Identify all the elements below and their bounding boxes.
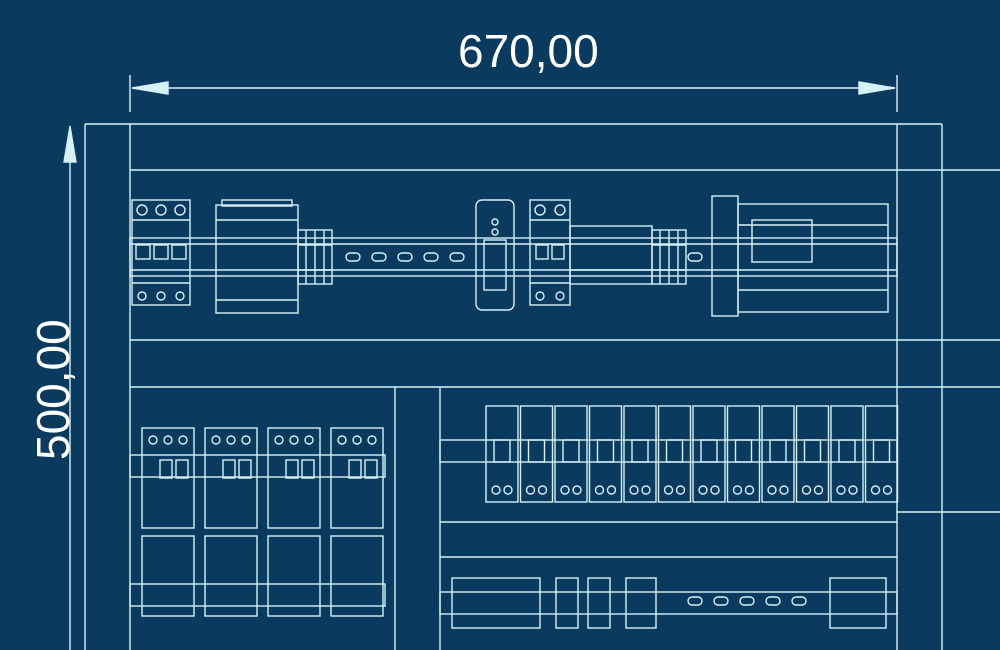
relay-module xyxy=(657,405,692,503)
relay-module xyxy=(864,405,899,503)
terminal-block-group-2 xyxy=(651,229,687,285)
relay-module xyxy=(588,405,623,503)
relay-module xyxy=(761,405,795,503)
contactor-3 xyxy=(267,427,321,617)
relay-module xyxy=(830,405,864,503)
height-dimension-line xyxy=(63,125,77,650)
cabinet-frame xyxy=(84,123,1000,650)
circuit-breaker-3p xyxy=(131,199,191,306)
power-supply xyxy=(215,199,299,314)
relay-module xyxy=(726,405,761,503)
dc-power-module xyxy=(569,225,653,285)
contactor-2 xyxy=(204,427,258,617)
relay-module xyxy=(623,405,657,503)
relay-module xyxy=(795,405,830,503)
contactor-4 xyxy=(330,427,384,617)
relay-module xyxy=(692,405,726,503)
contactor-1 xyxy=(141,427,195,617)
relay-module xyxy=(485,405,519,503)
circuit-breaker-2p xyxy=(529,199,571,306)
terminal-block-group-1 xyxy=(297,229,333,285)
relay-module xyxy=(554,405,588,503)
plc-controller xyxy=(711,195,889,317)
width-dimension-line xyxy=(129,75,898,112)
relay-module xyxy=(519,405,554,503)
width-dimension-label: 670,00 xyxy=(458,25,599,77)
din-rail-terminals xyxy=(439,577,898,629)
communication-module xyxy=(475,199,515,311)
relay-module-row xyxy=(485,405,899,503)
